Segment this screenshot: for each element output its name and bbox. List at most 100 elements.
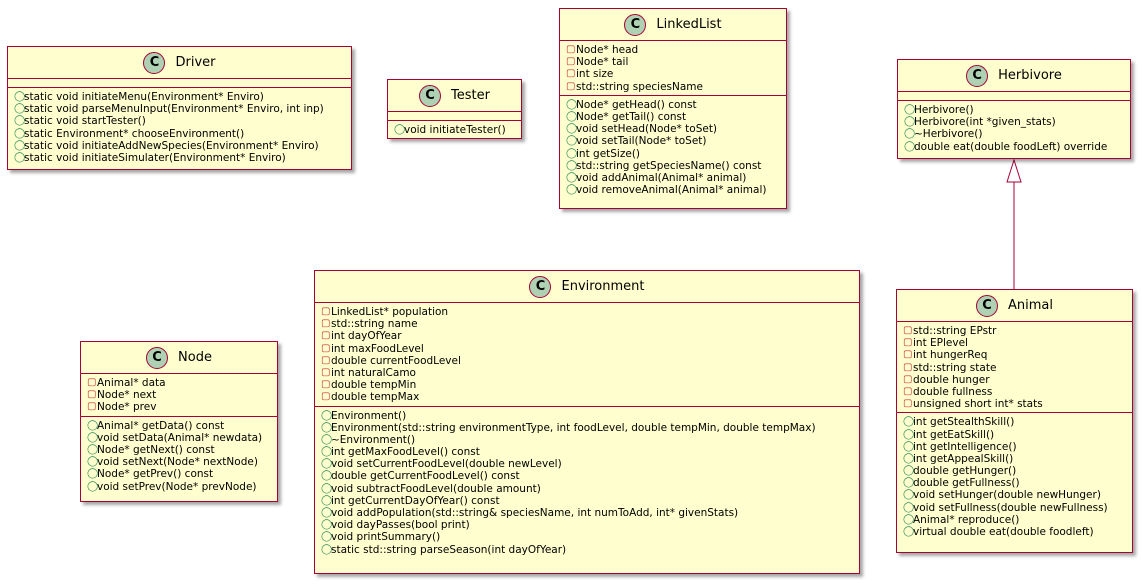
field-row: ▢int size: [566, 68, 614, 81]
public-marker-icon: ◯: [14, 115, 26, 127]
class-badge-icon: C: [966, 64, 989, 87]
field-row: ▢int dayOfYear: [321, 330, 402, 343]
method-row: ◯void setFullness(double newFullness): [903, 501, 1108, 514]
class-node[interactable]: C Node ▢Animal* data ▢Node* next ▢Node* …: [80, 341, 278, 502]
field-row: ▢Node* prev: [87, 401, 157, 414]
public-marker-icon: ◯: [14, 103, 26, 115]
method-row: ◯static void initiateMenu(Environment* E…: [14, 91, 264, 103]
public-marker-icon: ◯: [566, 159, 578, 171]
public-marker-icon: ◯: [566, 184, 578, 196]
public-marker-icon: ◯: [904, 104, 916, 115]
public-marker-icon: ◯: [566, 147, 578, 159]
methods-section: ◯void initiateTester(): [388, 120, 521, 138]
private-marker-icon: ▢: [321, 306, 331, 317]
public-marker-icon: ◯: [321, 543, 333, 555]
method-row: ◯int getMaxFoodLevel() const: [321, 446, 480, 459]
private-marker-icon: ▢: [566, 80, 576, 92]
fields-section: [898, 92, 1130, 100]
field-row: ▢std::string EPstr: [903, 325, 997, 337]
method-row: ◯double eat(double foodLeft) override: [904, 140, 1108, 153]
class-herbivore[interactable]: C Herbivore ◯Herbivore() ◯Herbivore(int …: [897, 59, 1131, 159]
method-row: ◯Node* getNext() const: [87, 443, 215, 456]
method-row: ◯double getCurrentFoodLevel() const: [321, 470, 520, 483]
private-marker-icon: ▢: [321, 379, 331, 391]
class-header: C Driver: [8, 47, 351, 79]
method-row: ◯Node* getHead() const: [566, 98, 697, 111]
private-marker-icon: ▢: [87, 389, 97, 401]
public-marker-icon: ◯: [321, 458, 333, 470]
public-marker-icon: ◯: [87, 456, 99, 468]
private-marker-icon: ▢: [903, 325, 913, 336]
method-row: ◯void removeAnimal(Animal* animal): [566, 184, 767, 197]
method-row: ◯void setCurrentFoodLevel(double newLeve…: [321, 458, 562, 471]
method-row: ◯Environment(std::string environmentType…: [321, 421, 816, 434]
class-name: Environment: [561, 279, 645, 294]
field-row: ▢int hungerReq: [903, 349, 988, 362]
methods-section: ◯int getStealthSkill() ◯int getEatSkill(…: [897, 412, 1132, 540]
public-marker-icon: ◯: [566, 110, 578, 122]
class-animal[interactable]: C Animal ▢std::string EPstr ▢int EPlevel…: [896, 289, 1133, 553]
field-row: ▢LinkedList* population: [321, 306, 449, 318]
class-driver[interactable]: C Driver ◯static void initiateMenu(Envir…: [7, 46, 352, 170]
field-row: ▢double currentFoodLevel: [321, 354, 461, 367]
public-marker-icon: ◯: [903, 428, 915, 440]
fields-section: [388, 112, 521, 120]
class-badge-icon: C: [146, 346, 169, 369]
private-marker-icon: ▢: [903, 398, 913, 410]
class-name: Driver: [175, 55, 216, 70]
public-marker-icon: ◯: [903, 465, 915, 477]
methods-section: ◯Herbivore() ◯Herbivore(int *given_stats…: [898, 100, 1130, 155]
class-tester[interactable]: C Tester ◯void initiateTester(): [387, 79, 522, 139]
field-row: ▢std::string speciesName: [566, 80, 703, 93]
method-row: ◯int getAppealSkill(): [903, 452, 1014, 465]
method-row: ◯~Environment(): [321, 433, 416, 446]
private-marker-icon: ▢: [566, 68, 576, 80]
class-badge-icon: C: [976, 294, 998, 317]
public-marker-icon: ◯: [87, 431, 99, 443]
private-marker-icon: ▢: [87, 377, 97, 388]
method-row: ◯virtual double eat(double foodleft): [903, 526, 1094, 538]
public-marker-icon: ◯: [321, 531, 333, 543]
public-marker-icon: ◯: [904, 140, 916, 152]
public-marker-icon: ◯: [903, 477, 915, 489]
public-marker-icon: ◯: [566, 171, 578, 183]
public-marker-icon: ◯: [904, 128, 916, 140]
class-header: C Environment: [315, 271, 859, 303]
methods-section: ◯Animal* getData() const ◯void setData(A…: [81, 415, 277, 495]
method-row: ◯static void initiateSimulater(Environme…: [14, 151, 286, 164]
public-marker-icon: ◯: [321, 409, 333, 421]
method-row: ◯void setHunger(double newHunger): [903, 489, 1101, 502]
class-header: C Herbivore: [898, 60, 1130, 92]
public-marker-icon: ◯: [903, 489, 915, 501]
public-marker-icon: ◯: [321, 433, 333, 445]
public-marker-icon: ◯: [321, 519, 333, 531]
public-marker-icon: ◯: [14, 151, 26, 163]
public-marker-icon: ◯: [14, 139, 26, 151]
field-row: ▢Node* head: [566, 44, 639, 56]
class-header: C Tester: [388, 80, 521, 112]
class-badge-icon: C: [529, 275, 552, 298]
class-environment[interactable]: C Environment ▢LinkedList* population ▢s…: [314, 270, 860, 574]
private-marker-icon: ▢: [321, 342, 331, 354]
class-name: Herbivore: [998, 68, 1062, 83]
method-row: ◯static void startTester(): [14, 115, 146, 128]
method-row: ◯std::string getSpeciesName() const: [566, 159, 762, 172]
method-row: ◯Node* getPrev() const: [87, 468, 214, 481]
class-linkedlist[interactable]: C LinkedList ▢Node* head ▢Node* tail ▢in…: [559, 8, 787, 209]
method-row: ◯static std::string parseSeason(int dayO…: [321, 543, 567, 556]
class-name: LinkedList: [656, 17, 722, 32]
class-header: C Animal: [897, 290, 1132, 322]
public-marker-icon: ◯: [87, 468, 99, 480]
field-row: ▢double fullness: [903, 385, 993, 398]
method-row: ◯void addPopulation(std::string& species…: [321, 507, 739, 519]
public-marker-icon: ◯: [321, 482, 333, 494]
method-row: ◯int getCurrentDayOfYear() const: [321, 494, 500, 507]
public-marker-icon: ◯: [87, 419, 99, 431]
method-row: ◯void setPrev(Node* prevNode): [87, 480, 257, 493]
methods-section: ◯Node* getHead() const ◯Node* getTail() …: [560, 94, 786, 199]
private-marker-icon: ▢: [903, 385, 913, 397]
public-marker-icon: ◯: [394, 124, 406, 135]
method-row: ◯Animal* reproduce(): [903, 513, 1020, 526]
method-row: ◯void initiateTester(): [394, 124, 506, 136]
private-marker-icon: ▢: [903, 373, 913, 385]
